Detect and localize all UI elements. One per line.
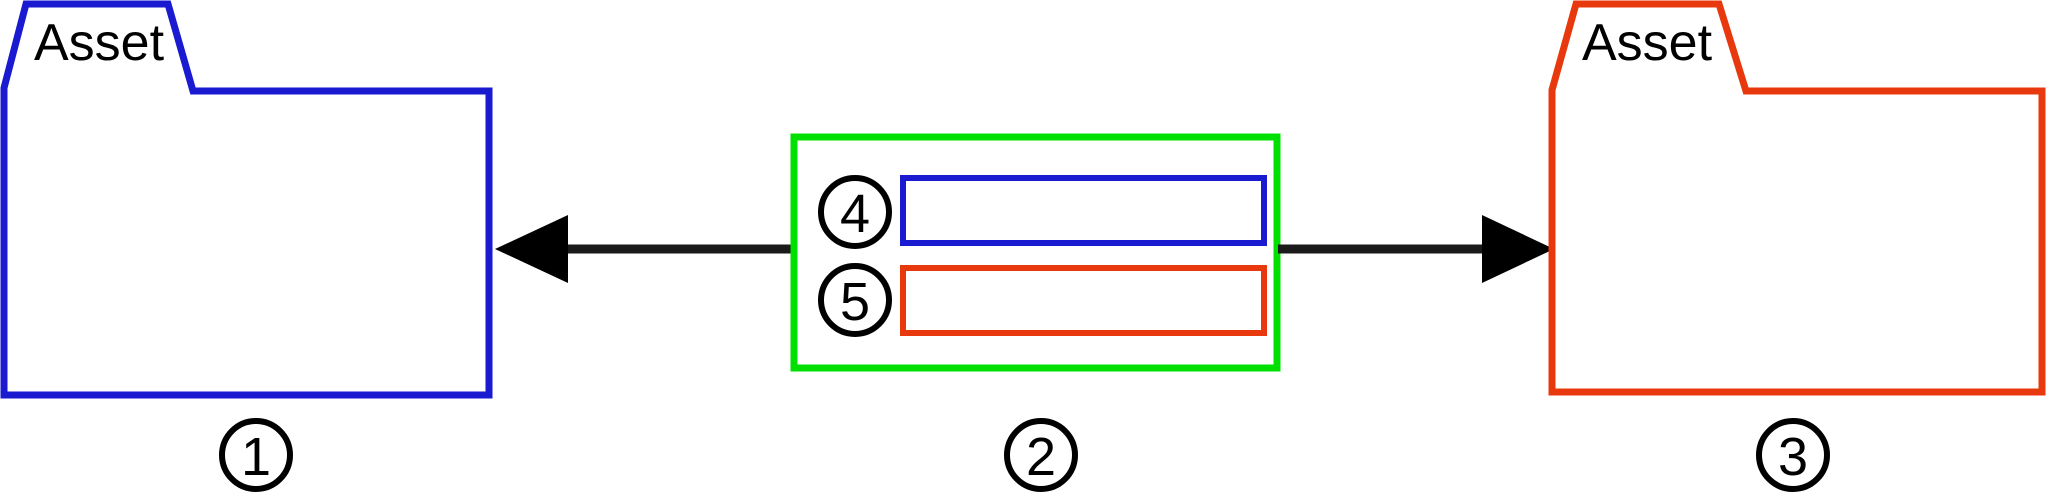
callout-1[interactable]: 1 (219, 418, 293, 492)
source-folder-label: Asset (34, 14, 165, 72)
source-asset-folder[interactable]: Asset (0, 0, 493, 399)
connector-group-to-source[interactable] (495, 215, 795, 283)
target-folder-outline (1548, 0, 2046, 396)
callout-label-5: 5 (840, 272, 870, 332)
slot-rect-blue[interactable] (900, 175, 1267, 246)
callout-label-4: 4 (840, 184, 870, 244)
target-folder-label: Asset (1582, 14, 1713, 72)
callout-label-2: 2 (1026, 427, 1056, 487)
connector-right-arrowhead-icon (1482, 215, 1554, 283)
callout-circle-5 (818, 263, 892, 337)
exchange-slot-red[interactable]: 5 (818, 263, 1267, 337)
slot-rect-red[interactable] (900, 265, 1267, 336)
callout-label-3: 3 (1778, 427, 1808, 487)
exchange-slot-blue[interactable]: 4 (818, 175, 1267, 249)
source-folder-outline (0, 0, 493, 399)
connector-group-to-target[interactable] (1278, 215, 1554, 283)
callout-label-1: 1 (241, 427, 271, 487)
connector-left-arrowhead-icon (495, 215, 568, 283)
callout-circle-4 (818, 175, 892, 249)
callout-3[interactable]: 3 (1756, 418, 1830, 492)
target-asset-folder[interactable]: Asset (1548, 0, 2046, 396)
exchange-group-container[interactable]: 4 5 (790, 133, 1281, 372)
callout-2[interactable]: 2 (1004, 418, 1078, 492)
callout-circle-3 (1756, 418, 1830, 492)
callout-circle-2 (1004, 418, 1078, 492)
callout-circle-1 (219, 418, 293, 492)
